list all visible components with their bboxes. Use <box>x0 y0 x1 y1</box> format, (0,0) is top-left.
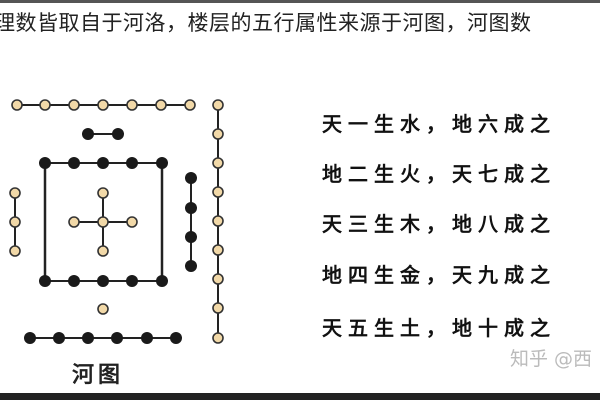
bottom-six-dot <box>141 332 153 344</box>
bottom-six-dot <box>170 332 182 344</box>
top-two-dot <box>112 128 124 140</box>
left-three-dot <box>9 216 21 228</box>
rule-line-1: 天一生水，地六成之 <box>322 112 556 136</box>
right-four-dot <box>185 172 197 184</box>
center-cross-dot <box>97 245 109 257</box>
center-cross-dot <box>97 216 109 228</box>
square-top-five-dot <box>97 157 109 169</box>
rule-line-4: 地四生金，天九成之 <box>322 263 556 287</box>
bottom-six-dot <box>53 332 65 344</box>
right-nine-dot <box>212 332 224 344</box>
right-nine-dot <box>212 157 224 169</box>
center-cross-dot <box>97 187 109 199</box>
right-four-dot <box>185 202 197 214</box>
top-seven-dot <box>97 99 109 111</box>
square-bottom-five-dot <box>156 275 168 287</box>
square-bottom-five-dot <box>68 275 80 287</box>
bottom-one-dot <box>97 303 109 315</box>
right-nine-dot <box>212 302 224 314</box>
right-nine-dot <box>212 128 224 140</box>
rule-line-5: 天五生土，地十成之 <box>322 316 556 340</box>
watermark: 知乎 @西 <box>510 348 593 370</box>
center-cross-dot <box>68 216 80 228</box>
top-two-dot <box>82 128 94 140</box>
right-nine-dot <box>212 244 224 256</box>
left-three-dot <box>9 187 21 199</box>
bottom-six-dot <box>111 332 123 344</box>
top-seven-dot <box>11 99 23 111</box>
right-four-dot <box>185 260 197 272</box>
hetu-diagram <box>9 99 224 344</box>
top-seven-dot <box>184 99 196 111</box>
right-nine-dot <box>212 99 224 111</box>
right-nine-dot <box>212 273 224 285</box>
top-border <box>0 0 600 3</box>
top-seven-dot <box>126 99 138 111</box>
bottom-six-dot <box>24 332 36 344</box>
square-bottom-five-dot <box>39 275 51 287</box>
square-bottom-five-dot <box>126 275 138 287</box>
square-bottom-five-dot <box>97 275 109 287</box>
top-seven-dot <box>39 99 51 111</box>
caption-text: 理数皆取自于河洛，楼层的五行属性来源于河图，河图数 <box>0 11 532 35</box>
center-cross-dot <box>126 216 138 228</box>
square-top-five-dot <box>156 157 168 169</box>
square-top-five-dot <box>68 157 80 169</box>
top-seven-dot <box>155 99 167 111</box>
right-nine-dot <box>212 215 224 227</box>
diagram-label: 河图 <box>72 363 125 388</box>
square-top-five-dot <box>126 157 138 169</box>
left-three-dot <box>9 245 21 257</box>
right-four-dot <box>185 231 197 243</box>
bottom-six-dot <box>82 332 94 344</box>
square-top-five-dot <box>39 157 51 169</box>
right-nine-dot <box>212 186 224 198</box>
rule-line-3: 天三生木，地八成之 <box>322 212 556 236</box>
rule-line-2: 地二生火，天七成之 <box>322 162 556 186</box>
bottom-bar <box>0 393 600 400</box>
top-seven-dot <box>68 99 80 111</box>
